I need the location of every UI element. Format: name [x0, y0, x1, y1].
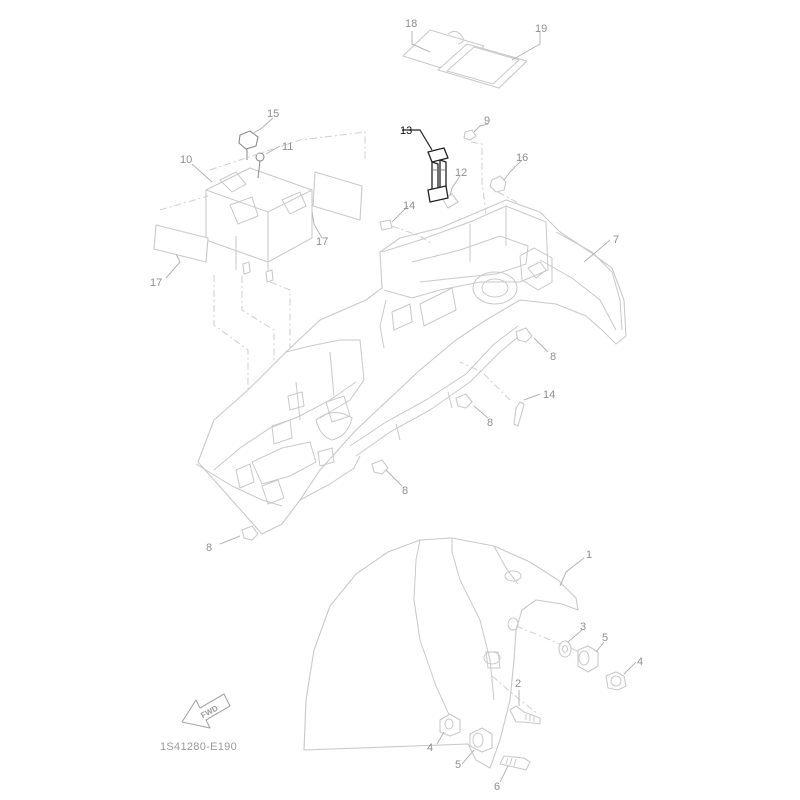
callout-5-lower: 5: [455, 759, 461, 771]
part-8-nut-b[interactable]: [455, 393, 473, 409]
callout-8-c: 8: [402, 485, 408, 497]
callout-1: 1: [586, 549, 592, 561]
part-4-collar-upper[interactable]: [605, 671, 627, 691]
part-11-screw[interactable]: [255, 152, 265, 179]
part-5-damper-upper[interactable]: [577, 645, 599, 673]
part-3-washer[interactable]: [558, 640, 572, 658]
part-1-front-fender[interactable]: [303, 537, 579, 769]
part-17-reflector-left[interactable]: [153, 224, 209, 263]
callout-12: 12: [455, 167, 467, 179]
callout-8-b: 8: [487, 417, 493, 429]
callout-17-right: 17: [316, 236, 328, 248]
callout-4-lower: 4: [427, 742, 433, 754]
diagram-code: 1S41280-E190: [160, 741, 237, 753]
callout-4-upper: 4: [637, 656, 643, 668]
callout-18: 18: [405, 18, 417, 30]
part-13-band[interactable]: [427, 147, 449, 203]
callout-17-left: 17: [150, 277, 162, 289]
part-19-plate[interactable]: [437, 43, 528, 89]
part-6-bolt[interactable]: [499, 755, 531, 771]
part-9-nut[interactable]: [463, 129, 487, 215]
part-8-nut-d[interactable]: [241, 525, 259, 541]
callout-8-a: 8: [550, 351, 556, 363]
callout-2: 2: [515, 678, 521, 690]
part-14-pin-upper[interactable]: [379, 219, 433, 245]
callout-7: 7: [613, 234, 619, 246]
part-8-nut-c[interactable]: [371, 459, 389, 475]
callout-8-d: 8: [206, 542, 212, 554]
part-17-reflector-right[interactable]: [312, 171, 363, 221]
callout-14-upper: 14: [403, 200, 415, 212]
part-7-rear-fender[interactable]: [195, 199, 627, 535]
part-4-collar-lower[interactable]: [439, 713, 461, 737]
fwd-arrow-icon: FWD: [181, 693, 231, 729]
part-5-damper-lower[interactable]: [469, 727, 493, 753]
part-8-nut-a[interactable]: [515, 327, 533, 343]
callout-15: 15: [267, 108, 279, 120]
callout-19: 19: [535, 23, 547, 35]
callout-5-upper: 5: [602, 632, 608, 644]
part-14-pin-lower[interactable]: [459, 361, 525, 427]
callout-9: 9: [484, 115, 490, 127]
part-15-bolt[interactable]: [238, 130, 259, 160]
callout-10: 10: [180, 154, 192, 166]
part-16-bolt[interactable]: [489, 175, 521, 205]
callout-3: 3: [580, 621, 586, 633]
part-2-bolt[interactable]: [509, 705, 541, 725]
callout-6: 6: [494, 781, 500, 793]
callout-11: 11: [282, 141, 293, 153]
callout-16: 16: [516, 152, 528, 164]
callout-13: 13: [400, 125, 412, 137]
part-10-bracket[interactable]: [205, 167, 313, 283]
callout-14-lower: 14: [543, 389, 555, 401]
